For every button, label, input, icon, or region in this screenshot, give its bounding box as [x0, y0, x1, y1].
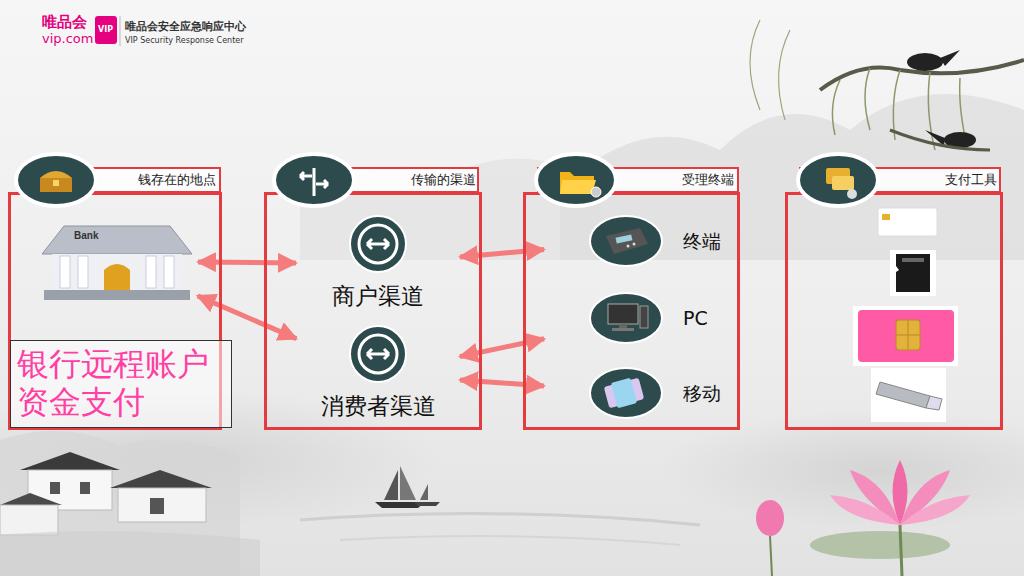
channel-node: 消费者渠道 [300, 322, 456, 426]
terminal-node: 移动 [548, 366, 736, 420]
panel-heading: 支付工具 [945, 168, 997, 192]
double-arrow [198, 262, 296, 263]
node-label: 消费者渠道 [321, 392, 436, 420]
panel-box: 传输的渠道商户渠道消费者渠道 [264, 192, 482, 430]
node-label: Bank [74, 230, 190, 242]
double-arrow [460, 250, 544, 257]
panel-box: 钱存在的地点Bank银行远程账户 资金支付 [8, 192, 222, 430]
logo-domain: vip.com [42, 31, 93, 46]
panel-heading: 钱存在的地点 [138, 168, 216, 192]
logo-mark: VIP [98, 25, 113, 34]
note-box: 银行远程账户 资金支付 [10, 340, 232, 428]
terminal-node: PC [548, 291, 736, 345]
node-label: 银行远程账户 资金支付 [17, 345, 225, 421]
node-label: 移动 [683, 381, 721, 405]
center-name-en: VIP Security Response Center [125, 36, 243, 45]
terminal-node: 终端 [548, 214, 736, 268]
node-label: 商户渠道 [332, 282, 424, 310]
channel-node: 商户渠道 [300, 212, 456, 316]
logo-text: 唯品会 [42, 13, 87, 32]
bank-node: Bank [40, 222, 194, 300]
double-arrow [460, 339, 544, 357]
center-name: 唯品会安全应急响应中心 [125, 19, 246, 34]
panel-heading: 受理终端 [682, 168, 734, 192]
double-arrow [198, 296, 297, 339]
node-label: PC [683, 306, 708, 330]
node-label: 终端 [683, 229, 721, 253]
panel-heading: 传输的渠道 [411, 168, 476, 192]
panel-box: 支付工具 [785, 192, 1003, 430]
double-arrow [460, 380, 544, 386]
panel-box: 受理终端终端PC移动 [523, 192, 740, 430]
